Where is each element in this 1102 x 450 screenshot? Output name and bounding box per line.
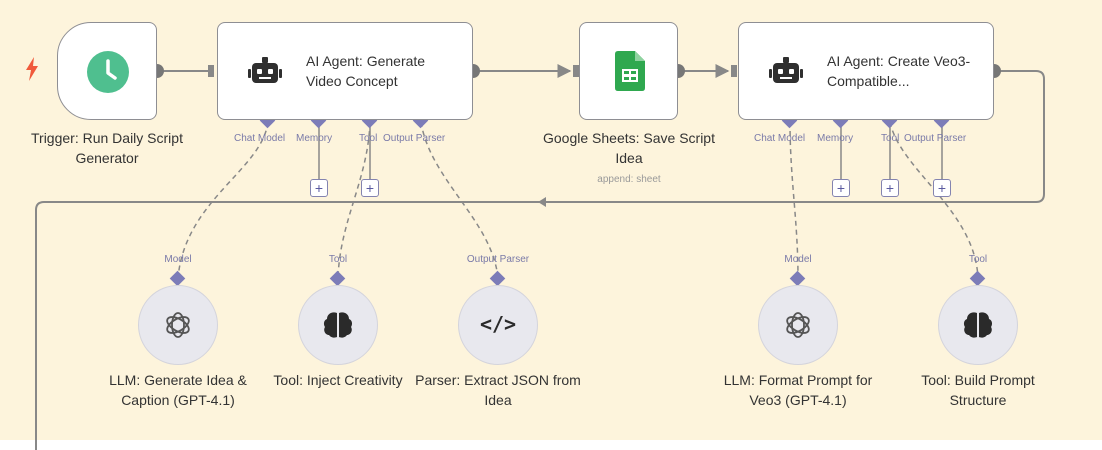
wire-loop-back (35, 70, 1045, 450)
brain-icon (323, 312, 353, 338)
agent-veo3-title: AI Agent: Create Veo3-Compatible... (827, 53, 971, 89)
add-memory-button[interactable]: + (310, 179, 328, 197)
canvas-bottom-edge (0, 440, 1102, 450)
tool-build-prompt-node[interactable] (938, 285, 1018, 365)
port-chat-model-2: Chat Model (754, 133, 806, 144)
robot-icon (248, 57, 282, 83)
port-tool: Tool (359, 133, 378, 144)
port-tool-2: Tool (881, 133, 900, 144)
subnode-2-port-label: Tool (328, 254, 348, 265)
parser-extract-json-node[interactable]: </> (458, 285, 538, 365)
add-output-parser-button-2[interactable]: + (933, 179, 951, 197)
google-sheets-node[interactable] (579, 22, 678, 120)
add-tool-button-2[interactable]: + (881, 179, 899, 197)
port-output-parser-2: Output Parser (904, 133, 967, 144)
link-parser-1 (420, 121, 499, 279)
link-model-1 (177, 121, 269, 279)
link-model-2 (789, 121, 799, 279)
tool-inject-creativity-node[interactable] (298, 285, 378, 365)
subnode-2-label: Tool: Inject Creativity (273, 372, 403, 388)
subnode-3-label: Parser: Extract JSON from Idea (415, 372, 581, 408)
llm-format-prompt-node[interactable] (758, 285, 838, 365)
subnode-4-port-label: Model (784, 254, 812, 265)
sheets-label: Google Sheets: Save Script Idea (543, 130, 715, 166)
agent-concept-title: AI Agent: Generate Video Concept (306, 53, 426, 89)
trigger-bolt-icon (26, 57, 38, 81)
code-icon: </> (479, 312, 517, 336)
port-chat-model: Chat Model (234, 133, 286, 144)
subnode-4-label: LLM: Format Prompt for Veo3 (GPT-4.1) (723, 372, 873, 408)
brain-icon (963, 312, 993, 338)
add-tool-button[interactable]: + (361, 179, 379, 197)
link-tool-1 (337, 121, 371, 279)
subnode-3-port-label: Output Parser (466, 254, 530, 265)
subnode-5-port-label: Tool (968, 254, 988, 265)
google-sheets-icon (615, 51, 645, 91)
port-output-parser: Output Parser (383, 133, 446, 144)
trigger-node[interactable] (57, 22, 157, 120)
sheets-sublabel: append: sheet (597, 174, 661, 185)
clock-icon (87, 51, 129, 93)
llm-generate-idea-node[interactable] (138, 285, 218, 365)
openai-icon (786, 312, 810, 338)
subnode-1-port-label: Model (164, 254, 192, 265)
add-memory-button-2[interactable]: + (832, 179, 850, 197)
port-memory: Memory (296, 133, 333, 144)
agent-veo3-node[interactable]: AI Agent: Create Veo3-Compatible... (738, 22, 994, 120)
robot-icon (769, 57, 803, 83)
openai-icon (166, 312, 190, 338)
agent-generate-concept-node[interactable]: AI Agent: Generate Video Concept (217, 22, 473, 120)
subnode-5-label: Tool: Build Prompt Structure (921, 372, 1035, 408)
port-memory-2: Memory (817, 133, 854, 144)
trigger-label: Trigger: Run Daily Script Generator (31, 130, 183, 166)
subnode-1-label: LLM: Generate Idea & Caption (GPT-4.1) (109, 372, 247, 408)
